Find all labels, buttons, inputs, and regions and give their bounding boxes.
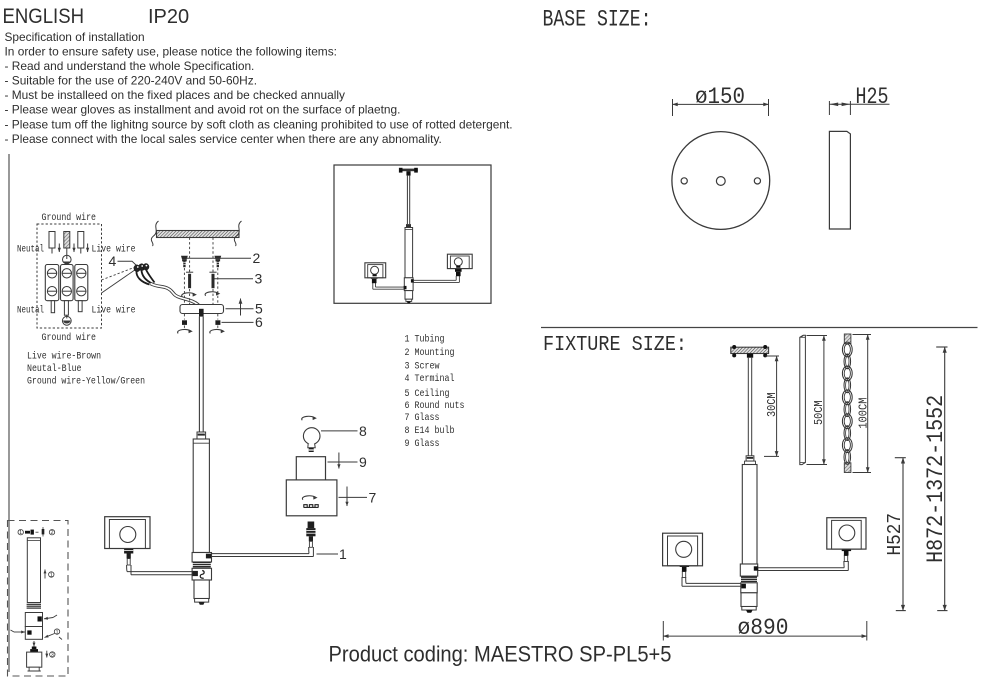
svg-text:9 Glass: 9 Glass xyxy=(405,438,440,450)
svg-text:Ground wire: Ground wire xyxy=(42,332,97,344)
svg-text:Ground wire-Yellow/Green: Ground wire-Yellow/Green xyxy=(27,376,145,388)
svg-text:H25: H25 xyxy=(856,84,889,111)
svg-text:IP20: IP20 xyxy=(148,6,189,28)
svg-text:5: 5 xyxy=(255,300,263,316)
svg-text:- Please connect with the loca: - Please connect with the local sales se… xyxy=(5,132,442,146)
svg-text:1: 1 xyxy=(19,530,22,536)
svg-text:100CM: 100CM xyxy=(857,398,871,429)
svg-text:8 E14 bulb: 8 E14 bulb xyxy=(405,425,455,437)
svg-text:ø890: ø890 xyxy=(738,615,789,642)
svg-text:6: 6 xyxy=(255,314,263,330)
svg-text:50CM: 50CM xyxy=(812,401,826,426)
svg-text:4 Terminal: 4 Terminal xyxy=(405,373,455,385)
svg-text:2: 2 xyxy=(253,250,261,266)
svg-text:30CM: 30CM xyxy=(765,392,779,417)
svg-text:Ground wire: Ground wire xyxy=(42,212,97,224)
svg-text:1: 1 xyxy=(339,546,347,562)
svg-text:2: 2 xyxy=(50,530,53,536)
svg-text:2 Mounting: 2 Mounting xyxy=(405,347,455,359)
svg-text:1 Tubing: 1 Tubing xyxy=(405,334,445,346)
svg-text:H872-1372-1552: H872-1372-1552 xyxy=(923,395,950,563)
svg-text:1: 1 xyxy=(55,630,58,636)
svg-text:ø150: ø150 xyxy=(695,84,745,111)
svg-text:3: 3 xyxy=(255,271,263,287)
svg-text:7 Glass: 7 Glass xyxy=(405,412,440,424)
svg-text:Live wire-Brown: Live wire-Brown xyxy=(27,351,101,363)
svg-text:ENGLISH: ENGLISH xyxy=(3,5,85,28)
svg-text:1: 1 xyxy=(50,573,53,579)
svg-text:- Please tum off the lighitng: - Please tum off the lighitng source by … xyxy=(5,117,513,131)
svg-text:- Please wear gloves as instal: - Please wear gloves as installment and … xyxy=(5,103,401,117)
svg-text:- Suitable for the use of 220-: - Suitable for the use of 220-240V and 5… xyxy=(5,74,258,88)
svg-text:4: 4 xyxy=(109,253,117,269)
svg-text:Neutal-Blue: Neutal-Blue xyxy=(27,363,82,375)
svg-text:Specification of installation: Specification of installation xyxy=(5,30,145,44)
svg-text:9: 9 xyxy=(359,454,367,470)
svg-text:6 Round nuts: 6 Round nuts xyxy=(405,400,465,412)
svg-text:5 Ceiling: 5 Ceiling xyxy=(405,388,450,400)
svg-text:7: 7 xyxy=(369,489,377,505)
svg-text:3: 3 xyxy=(51,653,54,659)
svg-text:In order to ensure safety use,: In order to ensure safety use, please no… xyxy=(5,45,337,59)
svg-text:FIXTURE SIZE:: FIXTURE SIZE: xyxy=(543,334,687,357)
svg-text:Neutal: Neutal xyxy=(17,305,44,317)
svg-text:BASE SIZE:: BASE SIZE: xyxy=(543,7,652,33)
svg-text:Product coding: MAESTRO SP-PL5: Product coding: MAESTRO SP-PL5+5 xyxy=(329,642,672,667)
svg-text:Live wire: Live wire xyxy=(92,244,136,256)
svg-text:- Must be installeed on the fi: - Must be installeed on the fixed places… xyxy=(5,88,345,102)
svg-text:3 Screw: 3 Screw xyxy=(405,361,441,373)
svg-text:8: 8 xyxy=(359,423,367,439)
svg-text:- Read and understand the whol: - Read and understand the whole Specific… xyxy=(5,59,255,73)
svg-text:Live wire: Live wire xyxy=(92,305,136,317)
svg-text:Neutal: Neutal xyxy=(17,244,44,256)
svg-text:H527: H527 xyxy=(884,513,906,556)
